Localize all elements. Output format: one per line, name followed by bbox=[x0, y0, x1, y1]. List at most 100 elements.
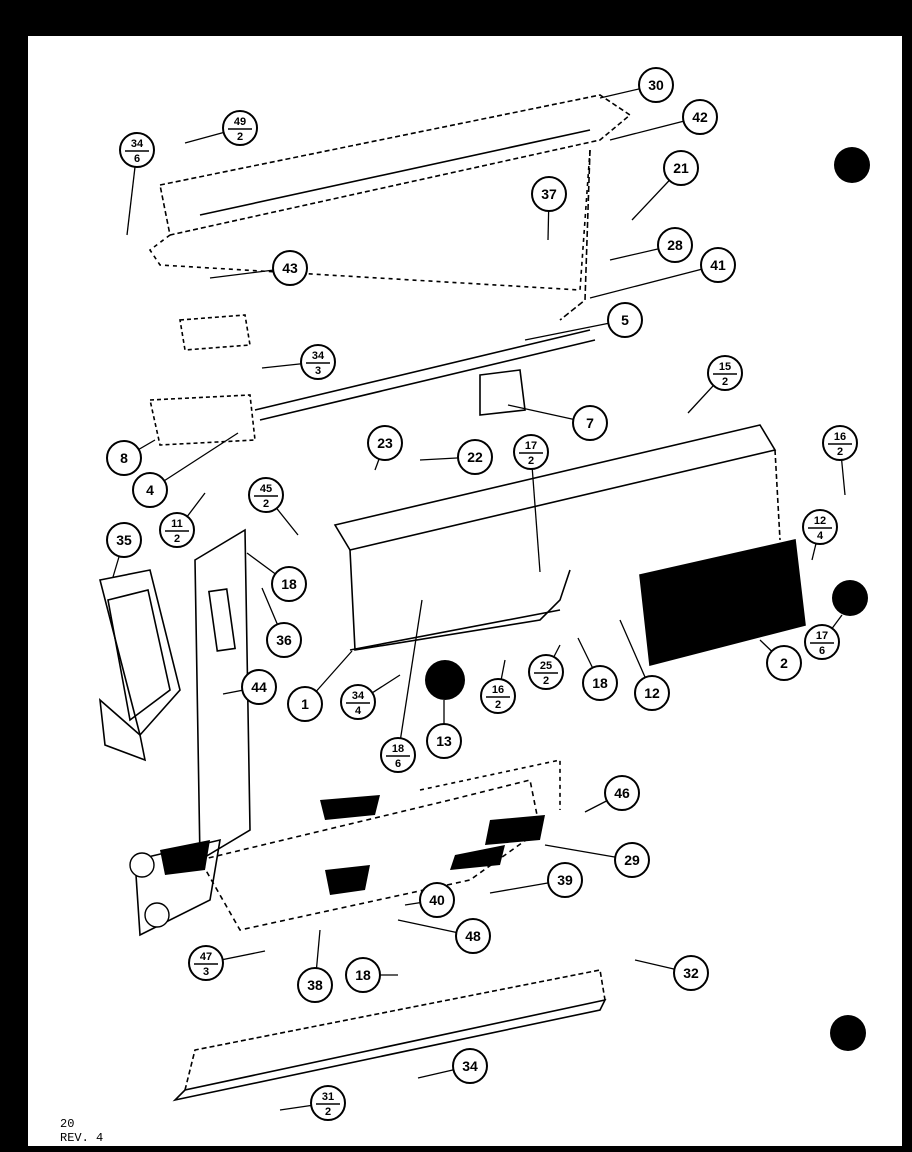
callout-part-number: 46 bbox=[614, 785, 630, 801]
callout-circle bbox=[638, 67, 674, 103]
callout-part-number: 48 bbox=[465, 928, 481, 944]
callout-43: 43 bbox=[272, 250, 308, 286]
callout-11-2: 112 bbox=[159, 512, 195, 548]
callout-42: 42 bbox=[682, 99, 718, 135]
callout-part-number: 12 bbox=[814, 515, 826, 527]
callout-circle bbox=[531, 176, 567, 212]
callout-circle bbox=[804, 624, 840, 660]
callout-circle bbox=[572, 405, 608, 441]
side-panel bbox=[99, 569, 181, 737]
callout-circle bbox=[614, 842, 650, 878]
callout-part-number: 37 bbox=[541, 186, 557, 202]
binder-hole-bottom bbox=[830, 1015, 866, 1051]
callout-part-number: 34 bbox=[312, 350, 325, 362]
callout-12: 12 bbox=[634, 675, 670, 711]
callout-quantity: 6 bbox=[395, 758, 401, 770]
callout-circle bbox=[380, 737, 416, 773]
callout-part-number: 17 bbox=[525, 440, 537, 452]
callout-circle bbox=[287, 686, 323, 722]
callout-part-number: 18 bbox=[392, 743, 404, 755]
callout-16-2: 162 bbox=[822, 425, 858, 461]
callout-circle bbox=[248, 477, 284, 513]
cross-rail bbox=[254, 329, 596, 421]
callout-part-number: 29 bbox=[624, 852, 640, 868]
callout-part-number: 18 bbox=[592, 675, 608, 691]
callout-circle bbox=[604, 775, 640, 811]
callout-part-number: 39 bbox=[557, 872, 573, 888]
callout-circle bbox=[271, 566, 307, 602]
callout-part-number: 8 bbox=[120, 450, 128, 466]
callout-30: 30 bbox=[638, 67, 674, 103]
callout-circle bbox=[106, 522, 142, 558]
callout-32: 32 bbox=[673, 955, 709, 991]
callout-48: 48 bbox=[455, 918, 491, 954]
callout-part-number: 40 bbox=[429, 892, 445, 908]
callout-circle bbox=[426, 723, 462, 759]
callout-part-number: 36 bbox=[276, 632, 292, 648]
callout-circle bbox=[634, 675, 670, 711]
callout-1: 1 bbox=[287, 686, 323, 722]
callout-part-number: 38 bbox=[307, 977, 323, 993]
chassis-side bbox=[774, 449, 781, 541]
callout-circle bbox=[802, 509, 838, 545]
callout-circle bbox=[367, 425, 403, 461]
callout-36: 36 bbox=[266, 622, 302, 658]
callout-circle bbox=[663, 150, 699, 186]
callout-5: 5 bbox=[607, 302, 643, 338]
callout-part-number: 32 bbox=[683, 965, 699, 981]
top-shell bbox=[159, 94, 632, 236]
callout-circle bbox=[822, 425, 858, 461]
callout-34-6: 346 bbox=[119, 132, 155, 168]
callout-18: 18 bbox=[271, 566, 307, 602]
scroll-black-1 bbox=[320, 795, 380, 820]
blower-wheel-13 bbox=[425, 660, 465, 700]
scroll-black-2 bbox=[325, 865, 370, 895]
callout-28: 28 bbox=[657, 227, 693, 263]
callout-part-number: 4 bbox=[146, 482, 154, 498]
callout-16-2: 162 bbox=[480, 678, 516, 714]
callout-part-number: 18 bbox=[355, 967, 371, 983]
callout-circle bbox=[513, 434, 549, 470]
callout-part-number: 17 bbox=[816, 630, 828, 642]
callout-45-2: 452 bbox=[248, 477, 284, 513]
callout-quantity: 2 bbox=[722, 376, 728, 388]
callout-18: 18 bbox=[345, 957, 381, 993]
callout-part-number: 45 bbox=[260, 483, 272, 495]
callout-29: 29 bbox=[614, 842, 650, 878]
chassis-front bbox=[349, 549, 571, 651]
scroll-black-4 bbox=[160, 840, 210, 875]
binder-hole-middle bbox=[832, 580, 868, 616]
lower-grommet-a bbox=[129, 852, 155, 878]
callout-quantity: 2 bbox=[174, 533, 180, 545]
callout-circle bbox=[119, 132, 155, 168]
callout-circle bbox=[106, 440, 142, 476]
callout-circle bbox=[457, 439, 493, 475]
callout-part-number: 16 bbox=[834, 431, 846, 443]
callout-quantity: 2 bbox=[543, 675, 549, 687]
callout-12-4: 124 bbox=[802, 509, 838, 545]
callout-part-number: 49 bbox=[234, 116, 246, 128]
left-bracket bbox=[149, 394, 256, 446]
leader-line bbox=[589, 264, 719, 299]
base-rear bbox=[419, 759, 561, 810]
callout-34-3: 343 bbox=[300, 344, 336, 380]
callout-49-2: 492 bbox=[222, 110, 258, 146]
callout-part-number: 34 bbox=[352, 690, 365, 702]
callout-25-2: 252 bbox=[528, 654, 564, 690]
callout-part-number: 23 bbox=[377, 435, 393, 451]
leader-line bbox=[530, 451, 541, 573]
callout-quantity: 6 bbox=[819, 645, 825, 657]
callout-17-6: 176 bbox=[804, 624, 840, 660]
left-upright bbox=[194, 528, 251, 862]
callout-23: 23 bbox=[367, 425, 403, 461]
callout-part-number: 25 bbox=[540, 660, 552, 672]
callout-41: 41 bbox=[700, 247, 736, 283]
callout-circle bbox=[452, 1048, 488, 1084]
callout-circle bbox=[310, 1085, 346, 1121]
callout-part-number: 13 bbox=[436, 733, 452, 749]
callout-quantity: 2 bbox=[495, 699, 501, 711]
callout-4: 4 bbox=[132, 472, 168, 508]
bottom-right-frame bbox=[559, 149, 591, 321]
callout-21: 21 bbox=[663, 150, 699, 186]
callout-circle bbox=[345, 957, 381, 993]
